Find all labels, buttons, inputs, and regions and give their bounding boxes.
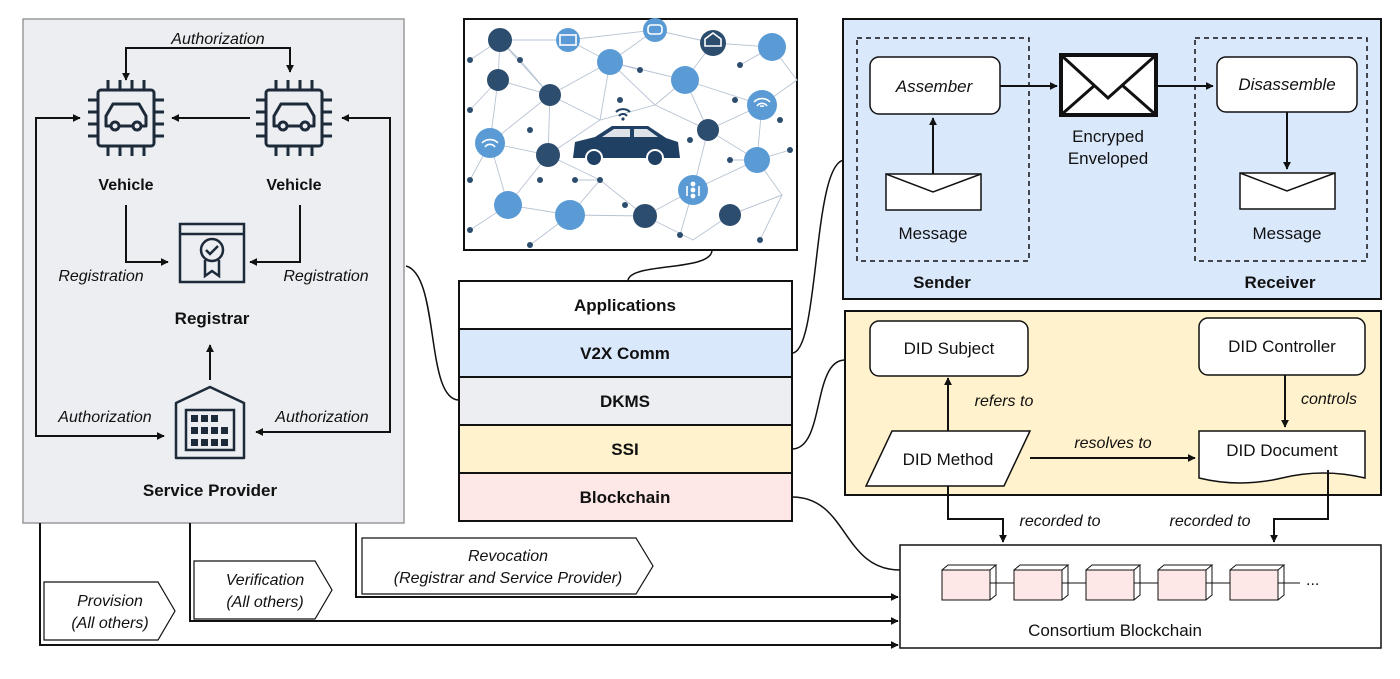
controls-label: controls [1301, 391, 1357, 408]
blockchain-ellipsis: ... [1306, 572, 1319, 589]
receiver-group [1194, 37, 1368, 262]
revocation-flag: Revocation (Registrar and Service Provid… [361, 537, 654, 595]
consortium-blockchain-label: Consortium Blockchain [1028, 621, 1202, 640]
layer-stack: Applications V2X Comm DKMS SSI Blockchai… [458, 280, 793, 522]
authorization-right-label: Authorization [274, 409, 368, 426]
block-icon [941, 564, 998, 601]
vehicle-left-label: Vehicle [98, 177, 153, 194]
authorization-left-label: Authorization [57, 409, 151, 426]
did-method-shape [864, 430, 1032, 487]
svg-text:(Registrar and Service Provide: (Registrar and Service Provider) [394, 570, 623, 587]
layer-label: Blockchain [580, 488, 671, 507]
block-chain: ... [941, 564, 1319, 601]
layer-applications [458, 280, 793, 330]
svg-text:(All others): (All others) [71, 615, 148, 632]
block-icon [1157, 564, 1214, 601]
recorded-to-left-label: recorded to [1020, 513, 1101, 530]
message-left-label: Message [899, 224, 968, 243]
svg-text:Provision: Provision [77, 593, 143, 610]
layer-label: SSI [611, 440, 638, 459]
top-authorization-label: Authorization [170, 31, 264, 48]
envelope-icon [1239, 172, 1336, 210]
envelope-label: Encryped [1072, 127, 1144, 146]
block-icon [1013, 564, 1070, 601]
svg-text:Assember: Assember [895, 77, 974, 96]
did-subject-box [869, 320, 1029, 377]
layer-blockchain [458, 472, 793, 522]
svg-text:(All others): (All others) [226, 594, 303, 611]
layer-v2x [458, 328, 793, 378]
envelope-icon [885, 173, 982, 211]
registration-left-label: Registration [58, 268, 143, 285]
recorded-to-right-label: recorded to [1170, 513, 1251, 530]
svg-text:Disassemble: Disassemble [1238, 75, 1335, 94]
layer-label: DKMS [600, 392, 650, 411]
resolves-to-label: resolves to [1074, 435, 1151, 452]
car-network-illustration [463, 18, 798, 251]
car-icon [573, 108, 680, 167]
svg-text:DID Document: DID Document [1226, 441, 1338, 460]
svg-text:DID Method: DID Method [903, 450, 994, 469]
svg-text:Revocation: Revocation [468, 548, 548, 565]
svg-text:DID Subject: DID Subject [904, 339, 995, 358]
envelope-icon [1059, 53, 1158, 117]
registration-right-label: Registration [283, 268, 368, 285]
verification-flag: Verification (All others) [193, 560, 333, 620]
message-right-label: Message [1253, 224, 1322, 243]
service-provider-label: Service Provider [143, 481, 278, 500]
provision-flag: Provision (All others) [43, 581, 176, 641]
vehicle-right-label: Vehicle [266, 177, 321, 194]
layer-label: Applications [574, 296, 676, 315]
registrar-label: Registrar [175, 309, 250, 328]
layer-label: V2X Comm [580, 344, 670, 363]
block-icon [1085, 564, 1142, 601]
building-icon [174, 385, 246, 460]
refers-to-label: refers to [975, 393, 1034, 410]
svg-text:Verification: Verification [226, 572, 305, 589]
envelope-label: Enveloped [1068, 149, 1148, 168]
sender-label: Sender [913, 273, 971, 292]
did-document-shape [1198, 430, 1366, 484]
receiver-label: Receiver [1245, 273, 1316, 292]
block-icon [1229, 564, 1286, 601]
did-controller-box [1198, 317, 1366, 376]
sender-group [856, 37, 1030, 262]
svg-text:DID Controller: DID Controller [1228, 337, 1336, 356]
certificate-icon [178, 222, 246, 284]
